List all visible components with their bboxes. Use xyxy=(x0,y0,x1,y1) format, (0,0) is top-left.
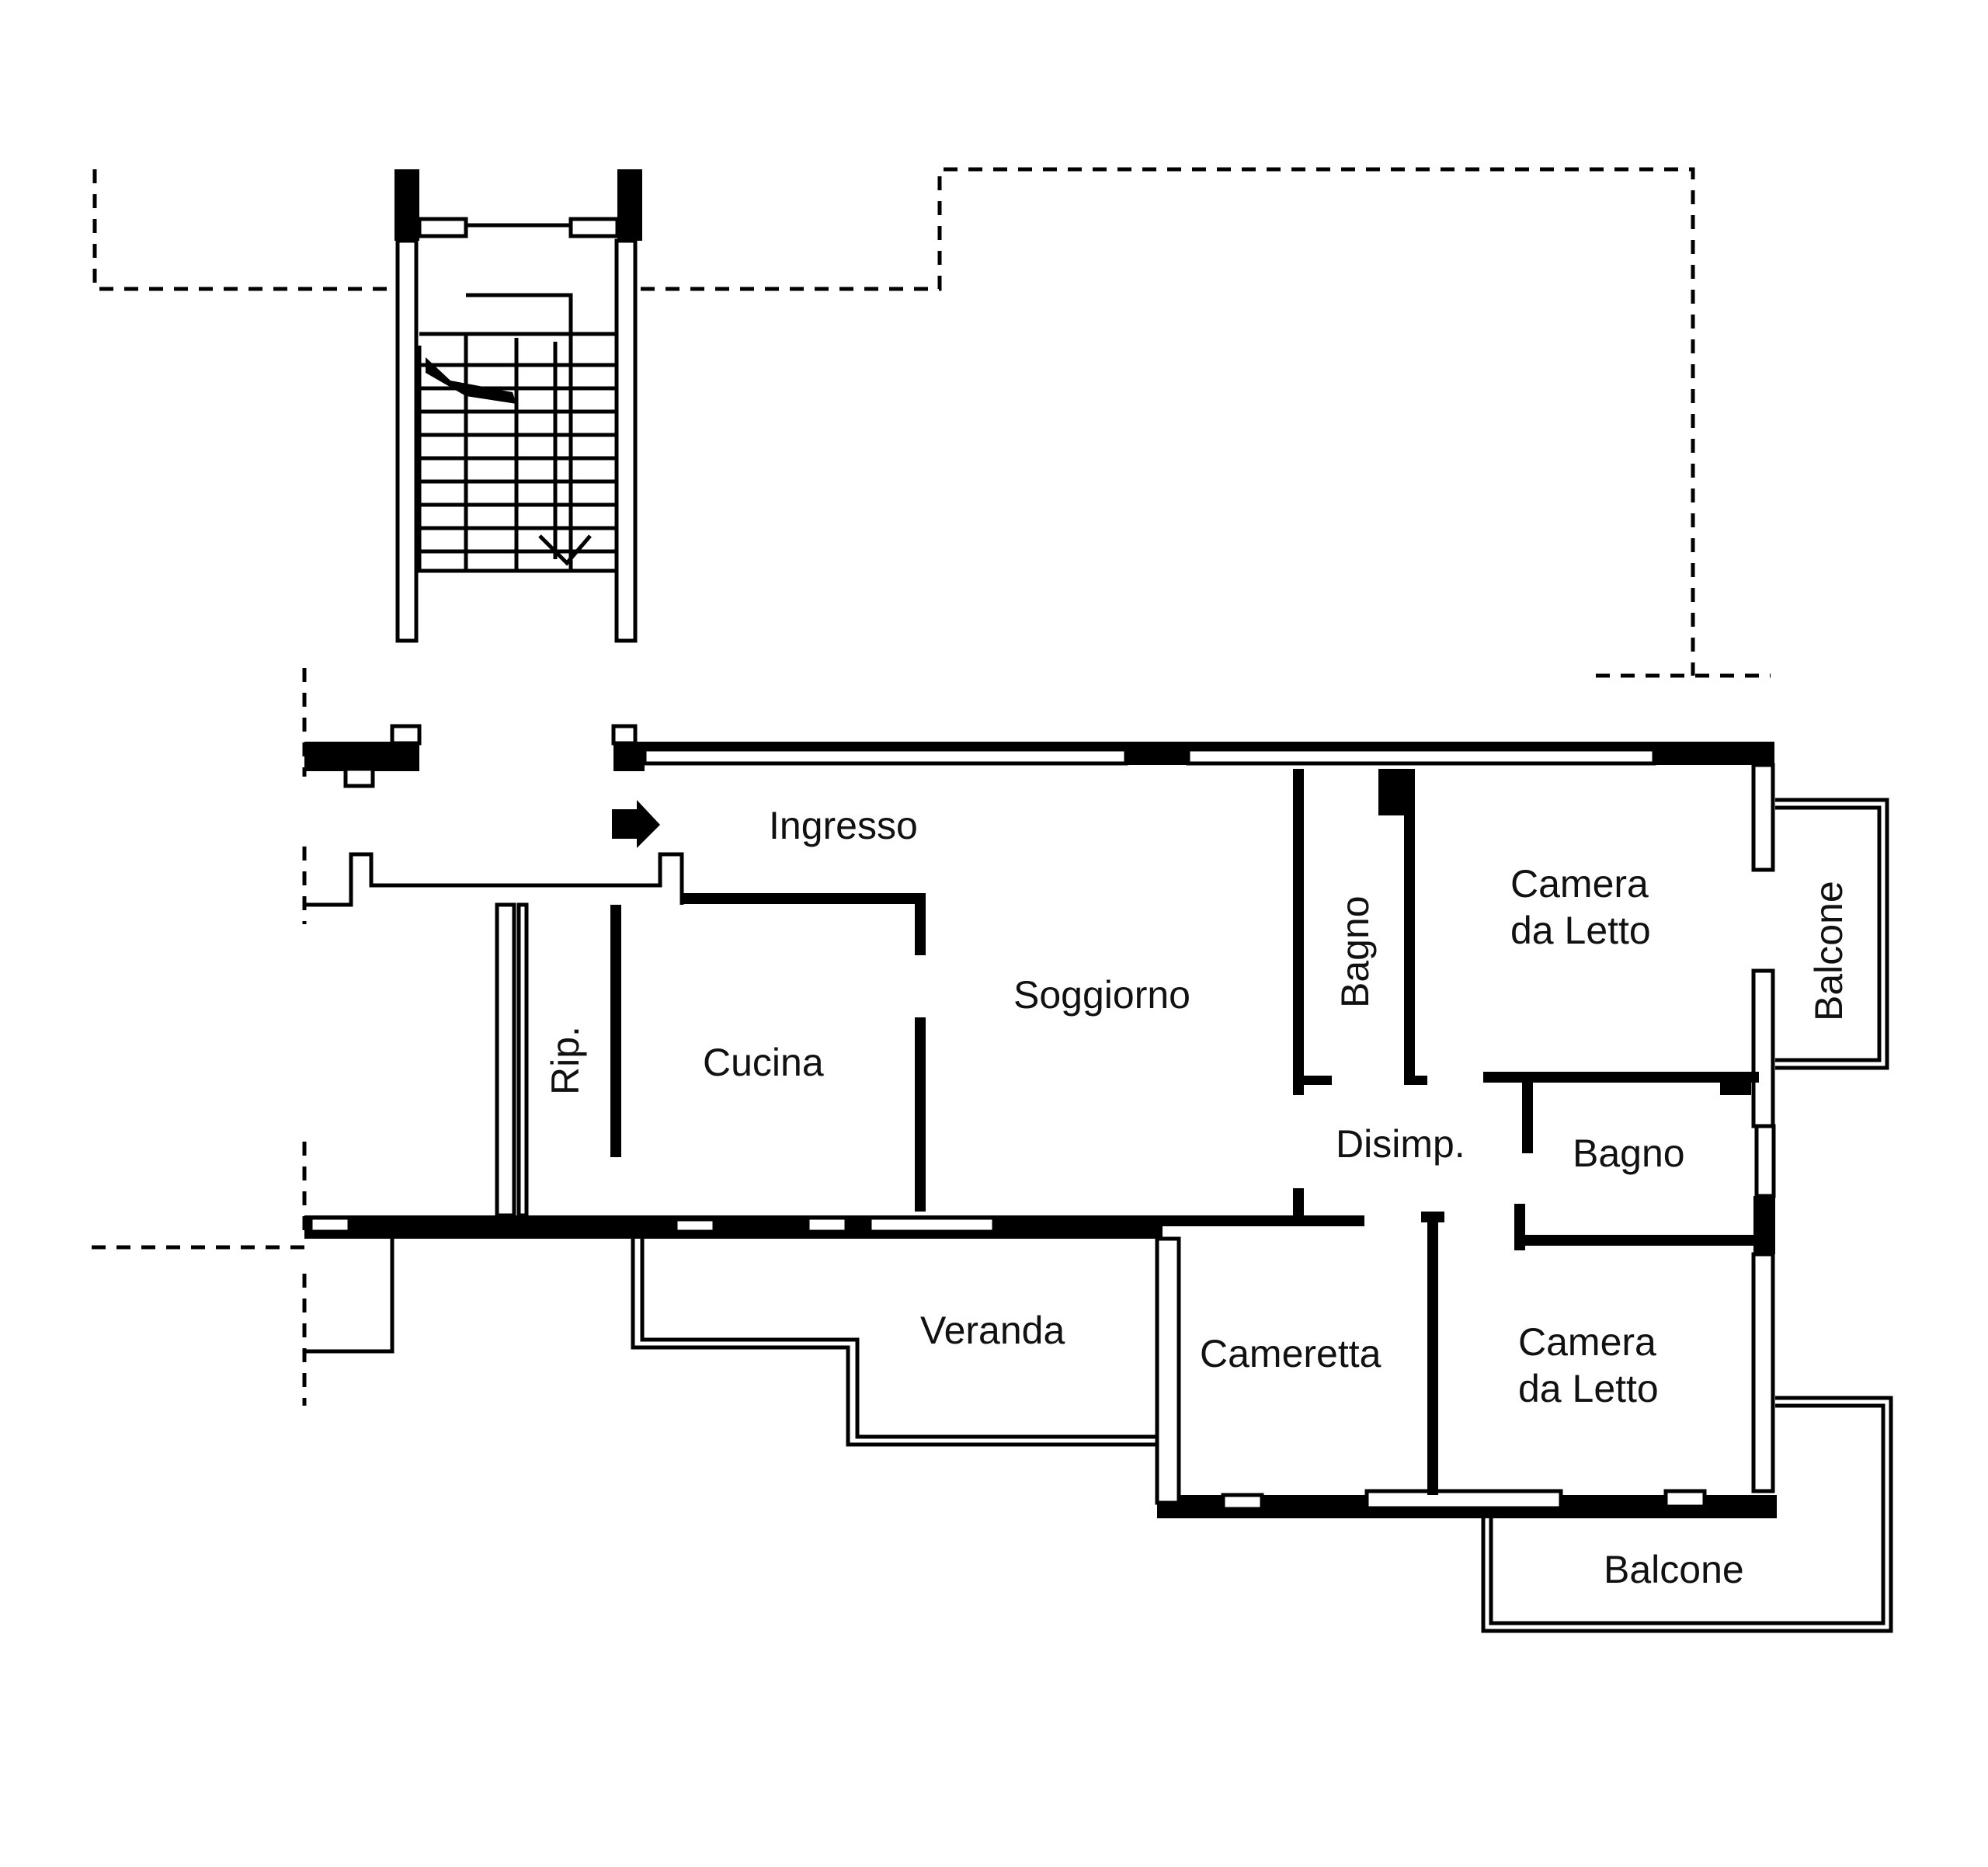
room-label-cameretta: Cameretta xyxy=(1200,1332,1382,1375)
stair-treads xyxy=(419,334,617,571)
stair-down-arrow-icon xyxy=(538,342,592,566)
exterior-walls xyxy=(304,742,1777,1518)
veranda-outline xyxy=(631,1239,1157,1447)
room-label-camera-bottom-2: da Letto xyxy=(1518,1367,1659,1410)
room-label-balcone-right: Balcone xyxy=(1807,881,1851,1021)
balcone-right-outline xyxy=(1775,798,1889,1070)
room-label-camera-top-1: Camera xyxy=(1510,862,1649,906)
room-labels: Ingresso Soggiorno Cucina Rip. Bagno Cam… xyxy=(544,804,1851,1591)
interior-walls xyxy=(495,769,1759,1495)
room-label-bagno-corridor: Bagno xyxy=(1333,895,1377,1008)
room-label-cucina: Cucina xyxy=(703,1041,824,1084)
room-label-disimpegno: Disimp. xyxy=(1336,1122,1465,1166)
room-label-veranda: Veranda xyxy=(920,1309,1065,1352)
room-label-soggiorno: Soggiorno xyxy=(1013,973,1190,1017)
room-label-bagno-right: Bagno xyxy=(1573,1132,1685,1175)
balcone-bottom-outline xyxy=(1481,1396,1893,1633)
room-label-ingresso: Ingresso xyxy=(769,804,918,847)
stairwell xyxy=(394,169,642,643)
entrance-arrow-icon xyxy=(612,800,660,848)
room-label-ripostiglio: Rip. xyxy=(544,1026,587,1095)
left-appendage xyxy=(304,1239,394,1354)
room-label-balcone-bottom: Balcone xyxy=(1604,1548,1744,1591)
landing xyxy=(302,724,684,907)
room-label-camera-top-2: da Letto xyxy=(1510,909,1651,952)
room-label-camera-bottom-1: Camera xyxy=(1518,1320,1656,1364)
